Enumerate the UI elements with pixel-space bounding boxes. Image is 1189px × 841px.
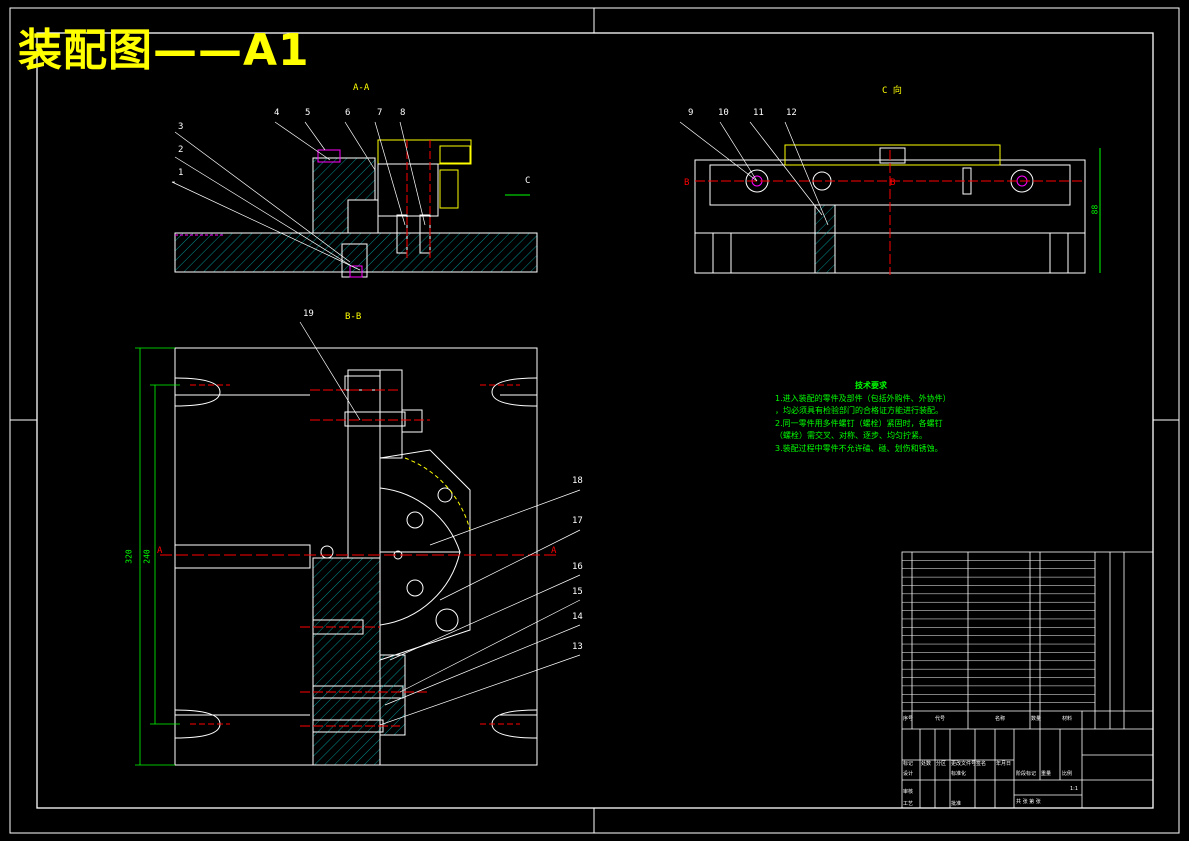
- balloon-4: 4: [274, 108, 280, 118]
- drawing-frame: [9, 7, 1180, 834]
- section-mark-b-left: B: [684, 178, 690, 188]
- tb-label-date: 年月日: [996, 761, 1012, 767]
- balloon-15: 15: [572, 587, 583, 597]
- section-mark-b-right: B: [890, 178, 896, 188]
- tb-label-sign: 签名: [976, 761, 987, 767]
- balloon-13: 13: [572, 642, 583, 652]
- balloon-3: 3: [178, 122, 184, 132]
- bom-rows: [902, 560, 1095, 703]
- balloon-19: 19: [303, 309, 314, 319]
- view-arrow-c-label: C: [525, 176, 531, 186]
- section-bb-view: [160, 347, 560, 766]
- balloon-10: 10: [718, 108, 729, 118]
- tb-header-material: 材料: [1062, 716, 1073, 722]
- dimension-lines: [135, 347, 180, 766]
- balloon-8: 8: [400, 108, 406, 118]
- tb-label-zone: 分区: [936, 761, 947, 767]
- tb-label-scale: 比例: [1062, 771, 1073, 777]
- drawing-title: 装配图——A1: [18, 25, 310, 76]
- view-c-label: C 向: [882, 86, 902, 96]
- tb-scale-value: 1:1: [1070, 786, 1079, 792]
- section-mark-a-left: A: [157, 546, 163, 556]
- view-c: [694, 144, 1101, 275]
- balloon-17: 17: [572, 516, 583, 526]
- section-aa-label: A-A: [353, 83, 370, 93]
- technical-note-line: 3.装配过程中零件不允许磕、碰、划伤和锈蚀。: [775, 443, 943, 453]
- technical-notes-title: 技术要求: [855, 381, 887, 390]
- dimension-overall: 320: [124, 549, 134, 564]
- dimension-height-c: 88: [1090, 204, 1100, 215]
- technical-note-line: 1.进入装配的零件及部件（包括外购件、外协件）: [775, 393, 951, 403]
- tb-label-standard: 标准化: [951, 771, 967, 777]
- section-mark-a-right: A: [551, 546, 557, 556]
- tb-label-change-doc: 更改文件号: [951, 761, 977, 767]
- balloon-7: 7: [377, 108, 383, 118]
- tb-header-qty: 数量: [1031, 716, 1042, 722]
- tb-label-review: 审核: [903, 789, 914, 795]
- tb-label-count: 处数: [921, 761, 932, 767]
- tb-label-approve: 批准: [951, 801, 962, 807]
- tb-header-name: 名称: [995, 716, 1006, 722]
- technical-note-line: （螺栓）需交叉、对称、逐步、均匀拧紧。: [775, 431, 927, 440]
- title-block: [901, 551, 1154, 809]
- balloon-14: 14: [572, 612, 583, 622]
- leader-lines: [171, 121, 829, 726]
- balloon-12: 12: [786, 108, 797, 118]
- tb-header-code: 代号: [935, 716, 946, 722]
- section-aa-view: [174, 139, 538, 278]
- tb-label-sheets: 共 张 第 张: [1016, 799, 1041, 805]
- balloon-16: 16: [572, 562, 583, 572]
- balloon-18: 18: [572, 476, 583, 486]
- technical-note-line: ，均必须具有检验部门的合格证方能进行装配。: [775, 406, 943, 415]
- tb-header-index: 序号: [903, 716, 914, 722]
- tb-label-process: 工艺: [903, 801, 914, 807]
- tb-label-stage: 阶段标记: [1016, 771, 1037, 777]
- tb-label-design: 设计: [903, 771, 914, 777]
- balloon-9: 9: [688, 108, 694, 118]
- tb-label-weight: 重量: [1041, 771, 1052, 777]
- balloon-11: 11: [753, 108, 764, 118]
- balloon-5: 5: [305, 108, 311, 118]
- technical-notes: 技术要求 1.进入装配的零件及部件（包括外购件、外协件） ，均必须具有检验部门的…: [775, 380, 951, 455]
- tb-label-mark: 标记: [903, 761, 914, 767]
- section-bb-label: B-B: [345, 312, 362, 322]
- balloon-6: 6: [345, 108, 351, 118]
- technical-note-line: 2.同一零件用多件螺钉（螺栓）紧固时，各螺钉: [775, 418, 943, 428]
- balloon-2: 2: [178, 145, 184, 155]
- balloon-1: 1: [178, 168, 184, 178]
- dimension-inner: 240: [142, 549, 152, 564]
